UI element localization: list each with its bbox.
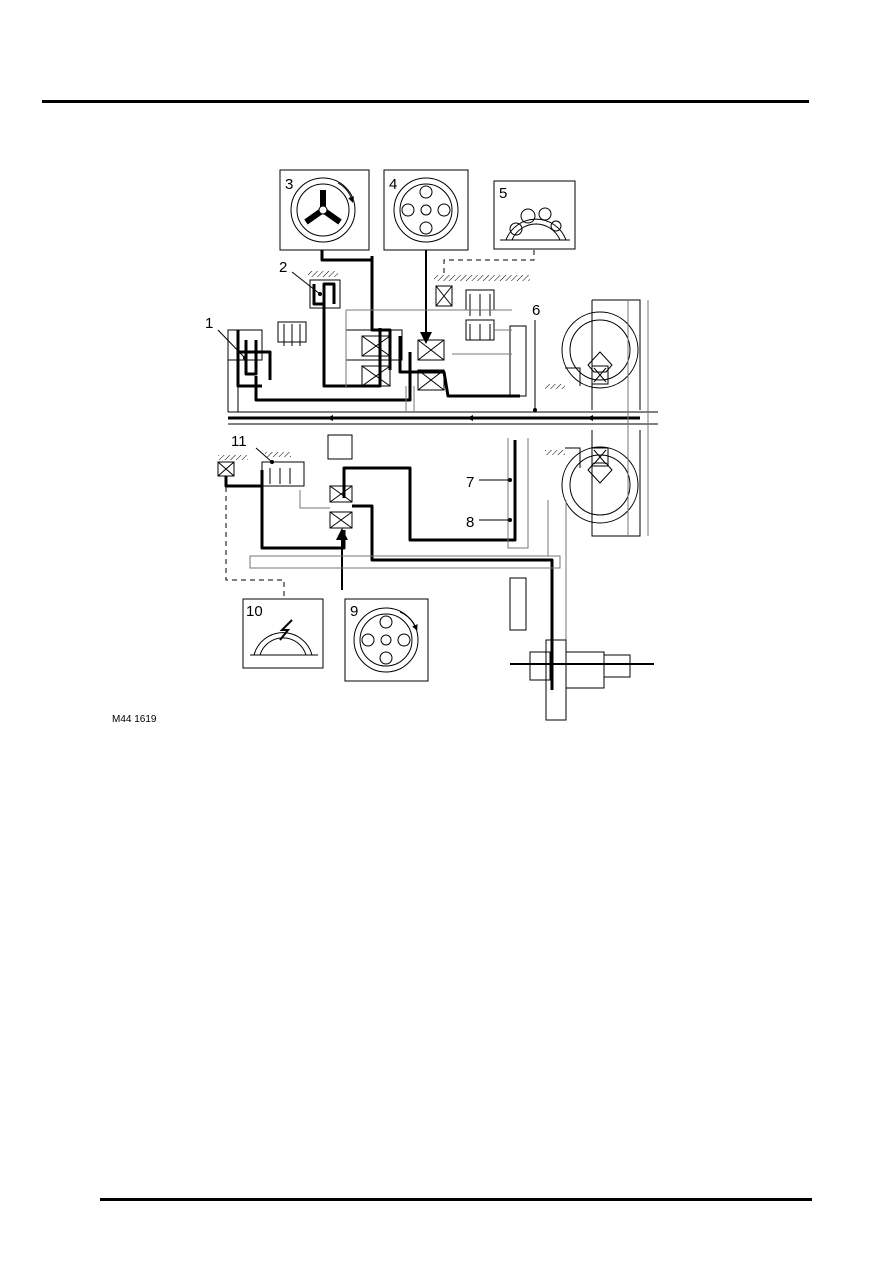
torque-converter [545, 299, 649, 537]
inset-3-planetary-sun-rotation [279, 169, 370, 251]
inset-9-planetary-rotation [344, 598, 429, 682]
callout-9: 9 [350, 603, 358, 620]
callout-10: 10 [246, 603, 263, 620]
callout-leaders [217, 271, 512, 522]
upper-gear-train [227, 250, 537, 412]
callout-4: 4 [389, 176, 397, 193]
link-inset-5 [443, 250, 535, 274]
callout-8: 8 [466, 514, 474, 531]
callout-5: 5 [499, 185, 507, 202]
inset-5-one-way-clutch [493, 180, 576, 250]
footer-rule [100, 1198, 812, 1201]
lower-gear-train [217, 434, 567, 690]
figure-reference: M44 1619 [112, 714, 157, 725]
callout-11: 11 [231, 433, 247, 450]
callout-6: 6 [532, 302, 540, 319]
inset-10-one-way-clutch-locked [242, 598, 324, 669]
callout-1: 1 [205, 315, 213, 332]
output-shaft [510, 639, 654, 721]
main-shaft [228, 411, 658, 425]
inset-4-planetary-carrier [383, 169, 469, 251]
header-rule [42, 100, 809, 103]
link-inset-10 [225, 478, 285, 598]
callout-2: 2 [279, 259, 287, 276]
callout-7: 7 [466, 474, 474, 491]
callout-3: 3 [285, 176, 293, 193]
